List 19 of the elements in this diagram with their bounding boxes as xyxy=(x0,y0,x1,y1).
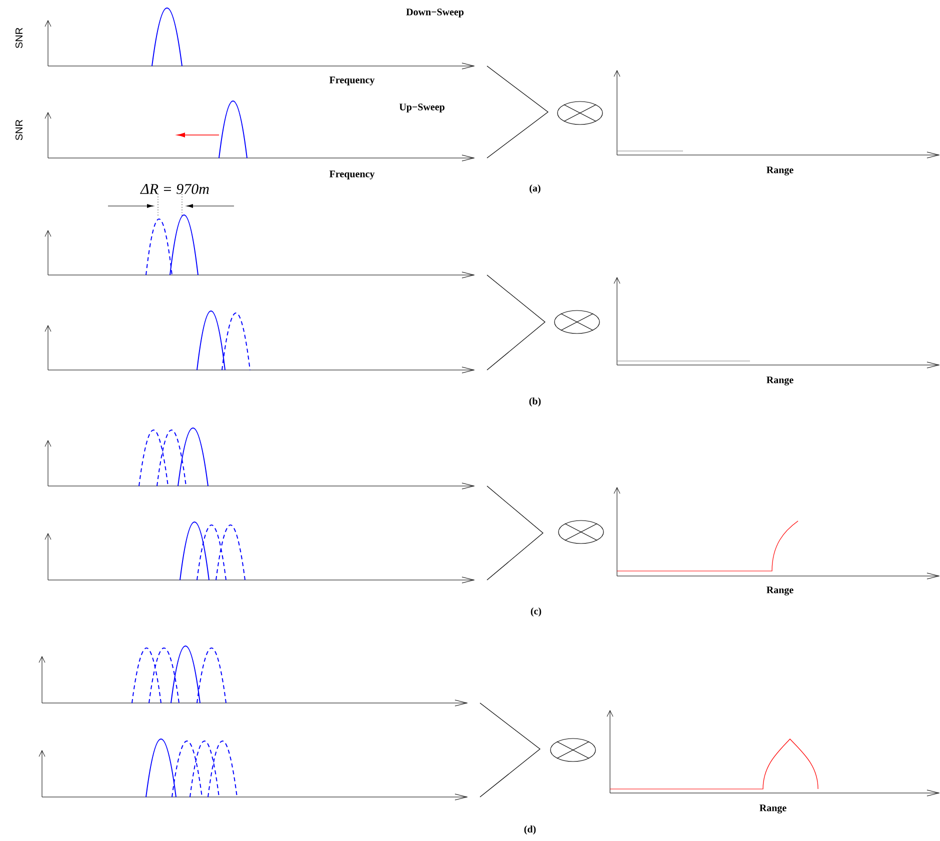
plot-title: Up−Sweep xyxy=(399,104,444,112)
panel-label: (c) xyxy=(530,607,542,617)
panel-label: (a) xyxy=(530,184,540,194)
dimension-label: ΔR = 970m xyxy=(140,184,209,194)
multiplier-symbol xyxy=(557,101,603,125)
axis-label: Range xyxy=(766,376,794,386)
axis-label: Frequency xyxy=(330,76,375,86)
axis-label: SNR xyxy=(15,120,23,140)
axis-label: Range xyxy=(760,804,786,814)
axis-label: Range xyxy=(766,586,794,596)
axis-label: Range xyxy=(766,166,794,176)
axis-label: SNR xyxy=(15,28,23,48)
multiplier-symbol xyxy=(550,738,596,762)
multiplier-symbol xyxy=(554,310,600,334)
plot-title: Down−Sweep xyxy=(406,8,464,18)
axis-label: Frequency xyxy=(330,170,375,180)
multiplier-symbol xyxy=(558,520,604,544)
panel-label: (b) xyxy=(529,397,541,407)
panel-label: (d) xyxy=(524,825,536,835)
